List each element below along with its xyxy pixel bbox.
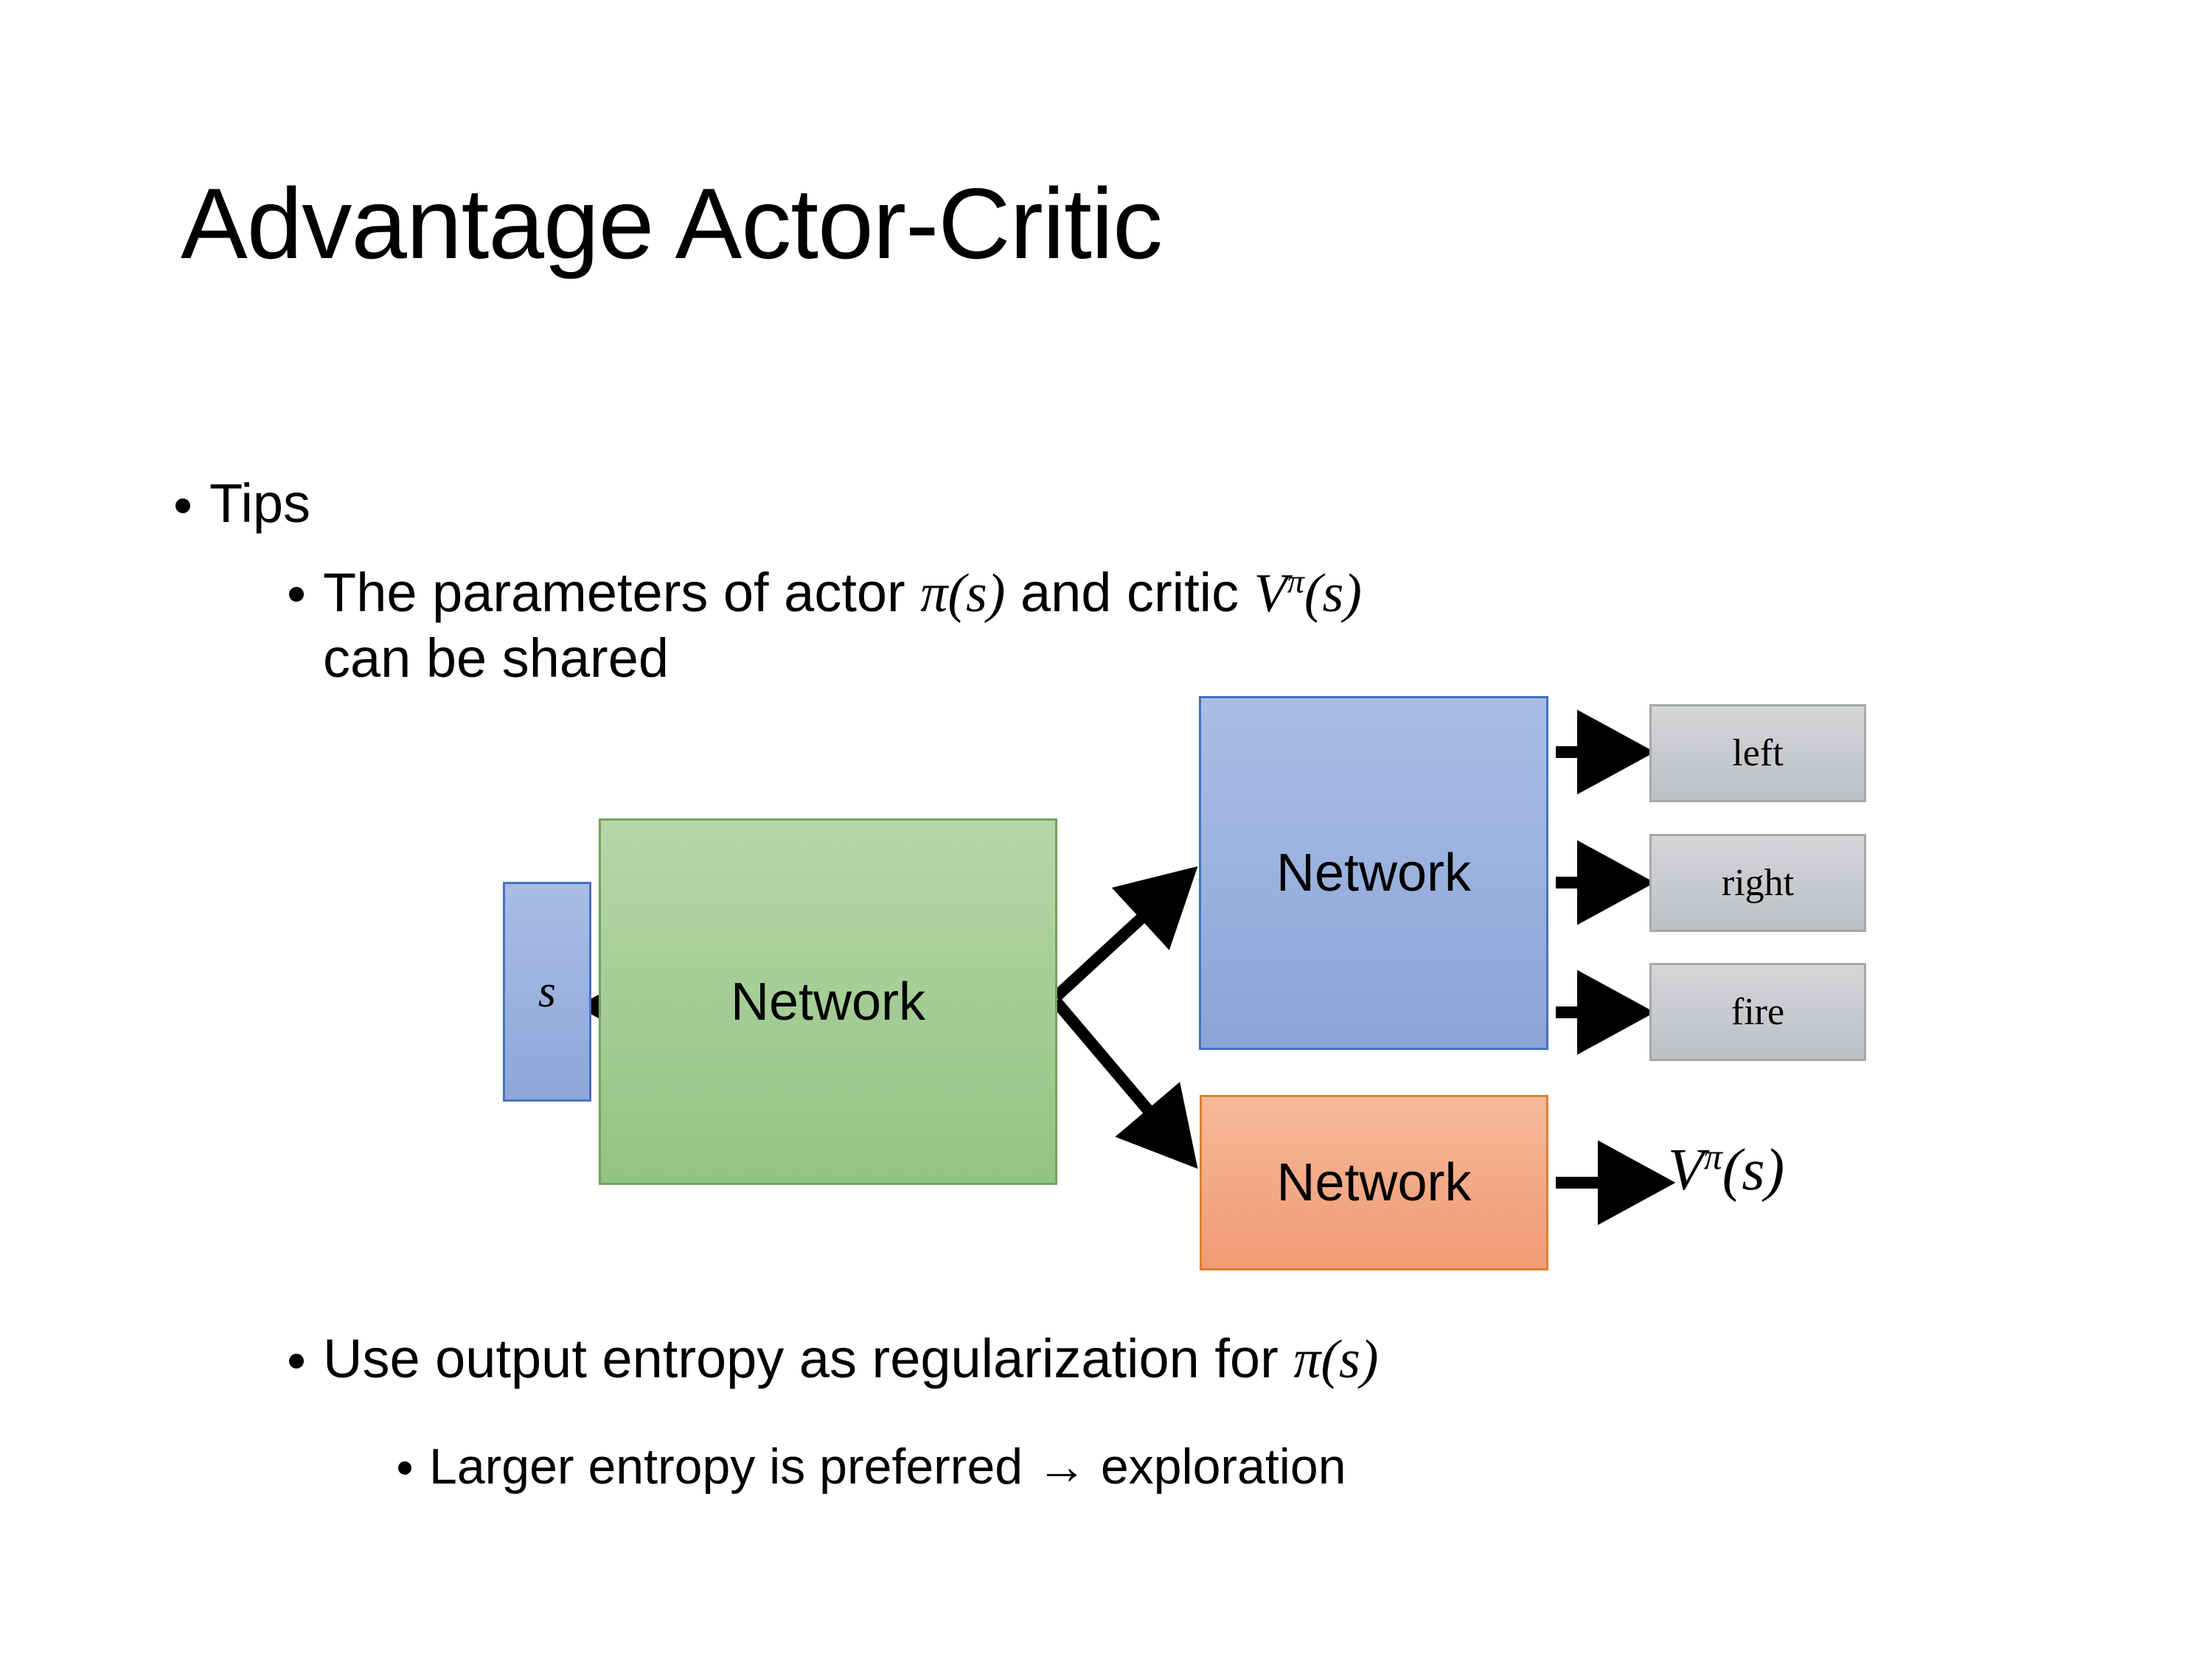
bullet-tips: Tips [175,472,310,535]
critic-network-label: Network [1276,1153,1472,1212]
shared-params-text-pre: The parameters of actor [323,562,921,623]
critic-output-pi-superscript: π [1703,1136,1722,1178]
shared-network-box[interactable]: Network [599,818,1057,1185]
bullet-shared-parameters-lines: The parameters of actor π(s) and critic … [323,560,1362,691]
bullet-shared-parameters-line2: can be shared [323,627,669,689]
bullet-shared-parameters: The parameters of actor π(s) and critic … [289,560,1362,691]
critic-pi-superscript: π [1287,562,1304,600]
critic-network-box[interactable]: Network [1200,1095,1548,1270]
actor-network-box[interactable]: Network [1199,696,1548,1050]
bullet-larger-entropy-label: Larger entropy is preferred → exploratio… [429,1439,1346,1495]
bullet-entropy-regularization: Use output entropy as regularization for… [289,1327,1378,1391]
action-box-left[interactable]: left [1649,704,1866,802]
actor-pi-symbol: π [920,563,948,624]
action-box-fire[interactable]: fire [1649,963,1866,1061]
critic-output-v-symbol: V [1668,1138,1704,1203]
state-box-label: s [538,966,557,1017]
bullet-larger-entropy: Larger entropy is preferred → exploratio… [398,1438,1346,1495]
critic-output-label: Vπ(s) [1668,1135,1784,1204]
action-box-right-label: right [1721,862,1795,904]
arrow-state-to-shared-group [593,992,746,1020]
actor-network-label: Network [1276,844,1472,902]
arrow-shared-to-actor [1051,866,1198,1001]
action-box-left-label: left [1732,732,1784,774]
entropy-pi-symbol: π [1293,1329,1321,1390]
critic-output-arg-symbol: (s) [1722,1138,1785,1203]
bullet-dot-icon [175,498,190,513]
actor-arg-symbol: (s) [947,563,1006,624]
critic-arg-symbol: (s) [1304,563,1362,624]
arrow-shared-to-critic [1051,997,1198,1169]
shared-network-label: Network [730,972,926,1032]
entropy-arg-symbol: (s) [1321,1329,1379,1390]
bullet-dot-icon [289,1354,304,1368]
state-box[interactable]: s [503,882,591,1102]
bullet-tips-label: Tips [209,473,311,534]
bullet-dot-icon [289,587,304,602]
bullet-entropy-text: Use output entropy as regularization for… [323,1327,1378,1391]
bullet-shared-parameters-line1: The parameters of actor π(s) and critic … [323,560,1362,626]
page-title: Advantage Actor-Critic [181,167,1163,279]
action-box-fire-label: fire [1731,991,1785,1033]
bullet-dot-icon [398,1461,411,1475]
critic-v-symbol: V [1253,563,1287,624]
action-box-right[interactable]: right [1649,834,1866,932]
entropy-text-pre: Use output entropy as regularization for [323,1328,1294,1389]
shared-params-text-mid: and critic [1005,562,1254,623]
